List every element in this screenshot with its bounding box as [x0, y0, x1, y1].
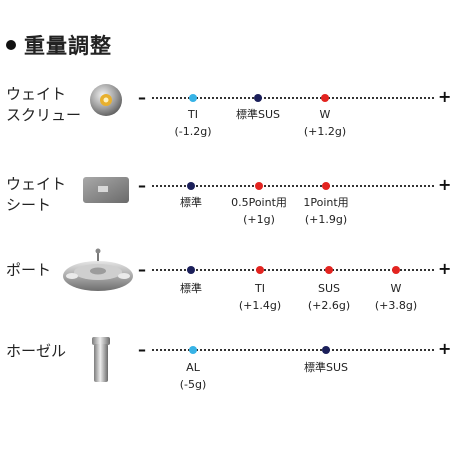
scale-track [152, 97, 434, 99]
option-marker [187, 266, 195, 274]
option-marker [256, 266, 264, 274]
row-weight-sheet: ウェイトシート – + 標準 0.5Point用(+1g) 1Point用(+1… [0, 172, 460, 242]
option-marker [255, 182, 263, 190]
option-label: AL(-5g) [179, 361, 207, 391]
scale-track [152, 269, 434, 271]
option-marker [189, 346, 197, 354]
hosel-icon [92, 337, 110, 382]
section-title: 重量調整 [6, 30, 112, 60]
plus-label: + [438, 259, 452, 278]
option-label: TI(+1.4g) [238, 282, 282, 312]
scale-track [152, 349, 434, 351]
plus-label: + [438, 87, 452, 106]
option-label: W(+1.2g) [303, 108, 347, 138]
option-marker [187, 182, 195, 190]
weight-sheet-icon [83, 177, 129, 203]
option-marker [321, 94, 329, 102]
section-title-text: 重量調整 [24, 34, 112, 58]
row-label-port: ポート [6, 261, 52, 279]
minus-label: – [138, 176, 146, 195]
option-marker [325, 266, 333, 274]
option-marker [322, 346, 330, 354]
bullet-icon [6, 40, 16, 50]
option-label: 標準SUS [303, 361, 349, 374]
row-label-hosel: ホーゼル [6, 342, 67, 360]
option-label: 標準 [180, 282, 202, 295]
option-label: 標準SUS [235, 108, 281, 121]
plus-label: + [438, 175, 452, 194]
scale-track [152, 185, 434, 187]
row-label-weight-sheet: ウェイトシート [6, 175, 67, 214]
weight-screw-icon [90, 84, 122, 116]
minus-label: – [138, 340, 146, 359]
option-marker [189, 94, 197, 102]
port-icon [63, 248, 133, 291]
plus-label: + [438, 339, 452, 358]
option-label: SUS(+2.6g) [307, 282, 351, 312]
option-label: 1Point用(+1.9g) [303, 196, 349, 226]
option-marker [322, 182, 330, 190]
option-label: W(+3.8g) [374, 282, 418, 312]
row-weight-screw: ウェイトスクリュー – + TI(-1.2g) 標準SUS W(+1.2g) [0, 82, 460, 152]
minus-label: – [138, 88, 146, 107]
option-marker [254, 94, 262, 102]
option-label: 標準 [180, 196, 202, 209]
option-label: 0.5Point用(+1g) [231, 196, 287, 226]
minus-label: – [138, 260, 146, 279]
row-hosel: ホーゼル – + AL(-5g) 標準SUS [0, 335, 460, 405]
row-label-weight-screw: ウェイトスクリュー [6, 85, 82, 124]
row-port: ポート – + 標準 TI(+1.4g) SUS(+2.6g) W(+3.8g) [0, 248, 460, 328]
option-marker [392, 266, 400, 274]
option-label: TI(-1.2g) [174, 108, 212, 138]
